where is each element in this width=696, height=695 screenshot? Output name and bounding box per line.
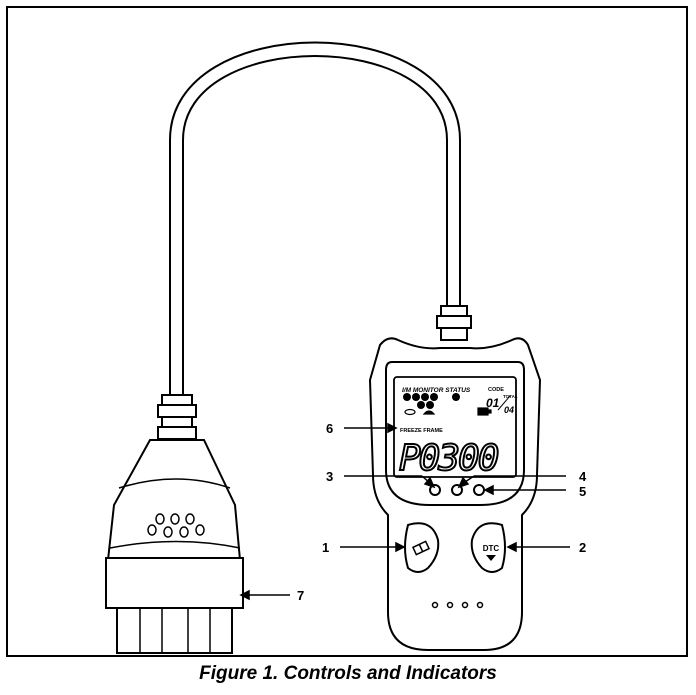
- callout-6: 6: [326, 421, 333, 436]
- dtc-button[interactable]: [470, 522, 506, 573]
- callout-1: 1: [322, 540, 329, 555]
- callout-lines: [239, 422, 570, 601]
- led-green: [429, 484, 441, 496]
- cable-loop-inner: [182, 55, 448, 395]
- callout-7: 7: [297, 588, 304, 603]
- connector-dots: [147, 513, 205, 538]
- triangle-down-icon: [486, 555, 496, 561]
- scanner-body: I/M MONITOR STATUS CODE TOTAL 01 04 FREE…: [368, 337, 542, 651]
- dtc-button-label: DTC: [483, 544, 500, 553]
- scan-tool-illustration: I/M MONITOR STATUS CODE TOTAL 01 04 FREE…: [105, 41, 587, 654]
- lcd-monitor-status-label: I/M MONITOR STATUS: [402, 387, 471, 394]
- lcd-total-label: TOTAL: [503, 394, 518, 399]
- callout-5: 5: [579, 484, 586, 499]
- connector-plug: [116, 607, 233, 654]
- connector-collar: [105, 557, 244, 609]
- callout-3: 3: [326, 469, 333, 484]
- lcd-status-icons: [404, 407, 492, 416]
- lcd-freeze-frame-label: FREEZE FRAME: [400, 428, 443, 434]
- cable-loop-outer: [169, 41, 461, 395]
- lcd-code-number: 01: [486, 396, 500, 410]
- eraser-icon: [411, 540, 431, 556]
- connector-grip-band: [118, 478, 231, 489]
- monitor-icons: [403, 393, 460, 409]
- speaker-holes: [431, 601, 484, 609]
- lcd-code-label: CODE: [488, 387, 504, 393]
- lcd-dtc-code: P0300: [399, 438, 498, 479]
- scanner-strain-relief: [436, 305, 472, 341]
- connector-lower-band: [109, 540, 241, 549]
- connector-strain-relief: [157, 394, 197, 440]
- figure-caption: Figure 1. Controls and Indicators: [199, 663, 497, 684]
- figure-frame: [6, 6, 688, 657]
- obd2-connector: [105, 439, 244, 654]
- led-red: [473, 484, 485, 496]
- callout-2: 2: [579, 540, 586, 555]
- lcd-total-number: 04: [504, 405, 514, 415]
- callout-4: 4: [579, 469, 587, 484]
